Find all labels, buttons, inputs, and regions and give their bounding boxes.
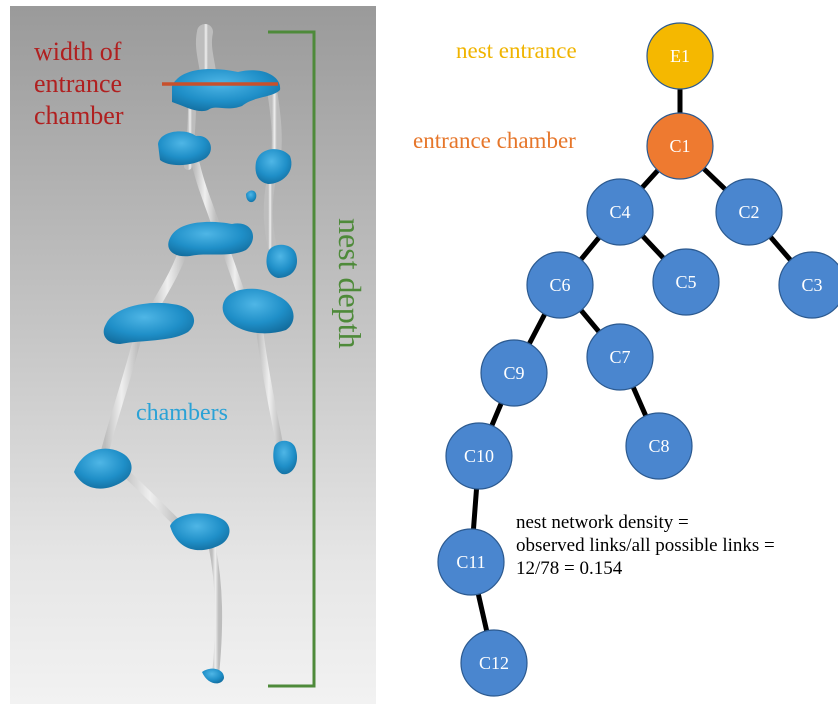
node-circle-c3 [778,251,838,319]
tunnel-lower-2 [208,542,223,674]
chamber-7 [103,302,195,344]
node-c10: C10 [445,422,513,490]
node-circle-c4 [586,178,654,246]
depth-bracket [268,30,316,688]
node-e1: E1 [646,22,714,90]
node-c5: C5 [652,248,720,316]
chamber-4 [246,190,257,203]
chamber-9 [273,440,298,475]
node-circle-c7 [586,323,654,391]
node-c6: C6 [526,251,594,319]
node-circle-c9 [480,339,548,407]
node-circle-c6 [526,251,594,319]
node-circle-c1 [646,112,714,180]
node-label-e1: E1 [670,46,690,66]
chamber-12 [202,668,224,684]
node-label-c8: C8 [648,436,669,456]
network-density-text: nest network density = observed links/al… [516,512,838,580]
density-line-2: observed links/all possible links = [516,534,775,556]
nest-entrance-label: nest entrance [456,38,577,63]
node-c2: C2 [715,178,783,246]
chamber-6 [266,244,298,278]
node-label-c9: C9 [503,363,524,383]
nest-scan-panel: width of entrance chamber chambers nest … [10,6,376,704]
tunnel-left-3 [101,332,142,455]
chambers-label: chambers [136,400,228,426]
node-c9: C9 [480,339,548,407]
node-circle-c8 [625,412,693,480]
chamber-8 [222,288,294,334]
chamber-11 [170,513,230,551]
node-label-c1: C1 [669,136,690,156]
density-line-3: 12/78 = 0.154 [516,557,623,579]
tunnel-mid-1 [190,152,220,230]
nest-scan-image [74,24,316,688]
node-circle-c5 [652,248,720,316]
node-label-c6: C6 [549,275,570,295]
chamber-10 [74,448,132,489]
node-c12: C12 [460,629,528,697]
node-c7: C7 [586,323,654,391]
node-circle-c12 [460,629,528,697]
chamber-5 [168,221,254,257]
node-c3: C3 [778,251,838,319]
node-c8: C8 [625,412,693,480]
node-label-c10: C10 [464,446,494,466]
node-label-c3: C3 [801,275,822,295]
node-c4: C4 [586,178,654,246]
chamber-entrance [172,68,281,112]
width-of-entrance-chamber-label: width of entrance chamber [34,37,124,131]
node-label-c4: C4 [609,202,630,222]
tunnel-top [195,24,216,80]
node-label-c12: C12 [479,653,509,673]
node-circle-c11 [437,528,505,596]
density-line-1: nest network density = [516,512,689,533]
node-c1: C1 [646,112,714,180]
nest-depth-label: nest depth [332,218,368,349]
tunnel-right-lower [263,171,277,251]
node-circle-c10 [445,422,513,490]
node-label-c11: C11 [456,552,485,572]
chambers [74,68,298,684]
node-label-c5: C5 [675,272,696,292]
node-label-c2: C2 [738,202,759,222]
node-circle-c2 [715,178,783,246]
node-label-c7: C7 [609,347,630,367]
entrance-chamber-label: entrance chamber [413,128,576,153]
node-c11: C11 [437,528,505,596]
chamber-2 [158,131,211,166]
chamber-3 [255,149,292,184]
node-circle-e1 [646,22,714,90]
